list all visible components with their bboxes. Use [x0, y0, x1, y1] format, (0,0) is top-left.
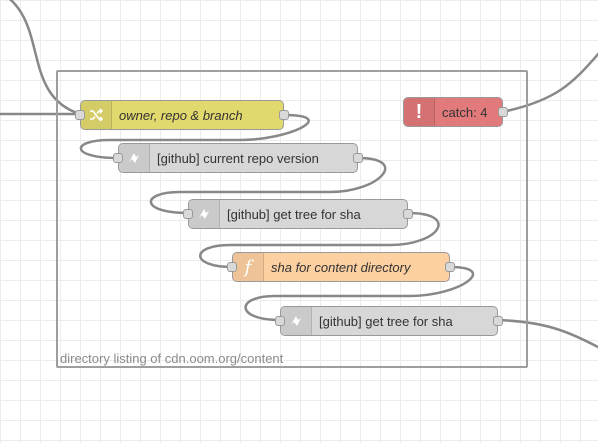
- github-node-label: [github] get tree for sha: [227, 207, 361, 222]
- github-node-input-port[interactable]: [113, 153, 123, 163]
- flow-group[interactable]: [56, 70, 528, 368]
- github-get-tree-node[interactable]: [github] get tree for sha: [183, 199, 413, 229]
- catch-node-output-port[interactable]: [498, 107, 508, 117]
- function-node[interactable]: f sha for content directory: [227, 252, 455, 282]
- shuffle-icon: [81, 101, 112, 129]
- catch-node[interactable]: ! catch: 4: [403, 97, 508, 127]
- function-node-label: sha for content directory: [271, 260, 411, 275]
- github-node-label: [github] current repo version: [157, 151, 319, 166]
- change-node-label: owner, repo & branch: [119, 108, 243, 123]
- alert-icon: !: [404, 98, 435, 126]
- github-icon: [281, 307, 312, 335]
- github-node-input-port[interactable]: [183, 209, 193, 219]
- github-node-output-port[interactable]: [353, 153, 363, 163]
- function-node-output-port[interactable]: [445, 262, 455, 272]
- group-label: directory listing of cdn.oom.org/content: [60, 351, 284, 366]
- github-node-output-port[interactable]: [493, 316, 503, 326]
- change-node-input-port[interactable]: [75, 110, 85, 120]
- github-node-input-port[interactable]: [275, 316, 285, 326]
- github-node-output-port[interactable]: [403, 209, 413, 219]
- github-node-label: [github] get tree for sha: [319, 314, 453, 329]
- function-node-input-port[interactable]: [227, 262, 237, 272]
- github-icon: [189, 200, 220, 228]
- change-node[interactable]: owner, repo & branch: [75, 100, 289, 130]
- change-node-output-port[interactable]: [279, 110, 289, 120]
- function-icon: f: [233, 253, 264, 281]
- github-current-repo-version-node[interactable]: [github] current repo version: [113, 143, 363, 173]
- github-get-tree-node[interactable]: [github] get tree for sha: [275, 306, 503, 336]
- catch-node-label: catch: 4: [442, 105, 488, 120]
- github-icon: [119, 144, 150, 172]
